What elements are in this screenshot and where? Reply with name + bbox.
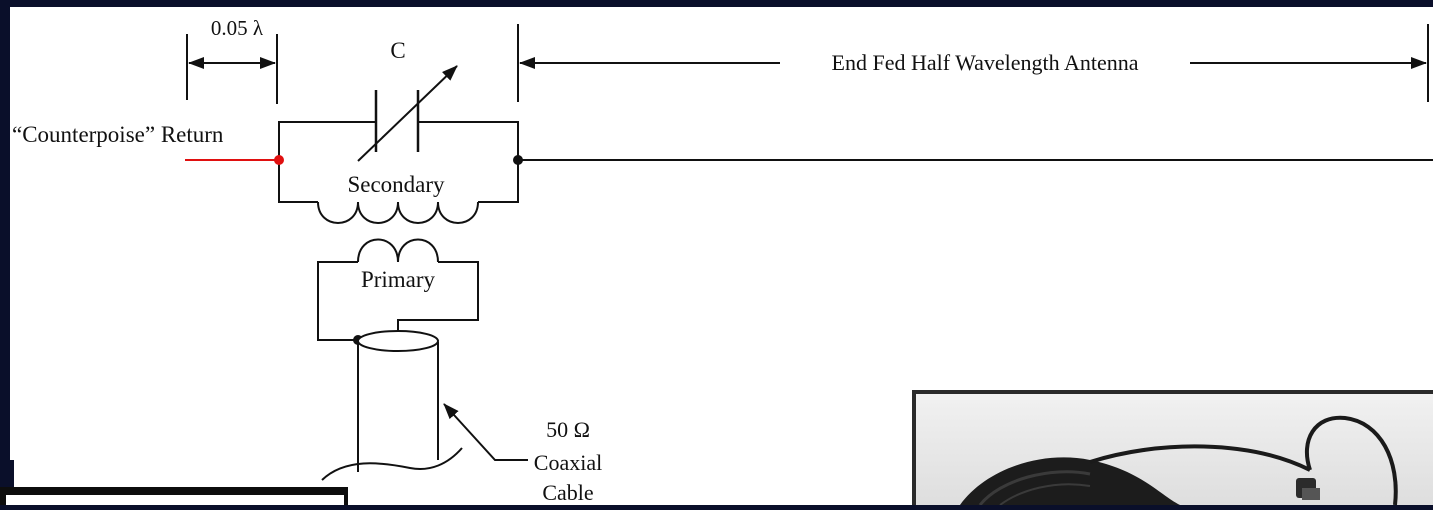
wire-lead [1089, 444, 1311, 472]
spacing-label: 0.05 λ [211, 16, 264, 40]
coax-pointer-arrow [443, 403, 528, 461]
wire-coil [960, 457, 1180, 505]
antenna-label: End Fed Half Wavelength Antenna [832, 50, 1139, 75]
coax-break-line [321, 447, 463, 481]
antenna-dimension: End Fed Half Wavelength Antenna [517, 24, 1429, 102]
cable-impedance-label: 50 Ω [546, 417, 590, 442]
secondary-circuit: C Secondary [278, 38, 519, 224]
primary-coil [357, 238, 439, 263]
antenna-photo [912, 390, 1433, 506]
secondary-label: Secondary [347, 172, 445, 197]
counterpoise-label: “Counterpoise” Return [12, 122, 224, 147]
secondary-coil [317, 201, 479, 224]
spacing-dimension: 0.05 λ [186, 16, 278, 104]
cable-type-line2: Cable [542, 480, 593, 505]
coaxial-cable: 50 Ω Coaxial Cable [321, 330, 602, 505]
overlay-window-body [6, 495, 344, 505]
overlay-window [0, 460, 348, 505]
coax-top [357, 330, 439, 352]
wire-loop [1304, 415, 1398, 506]
cable-type-line1: Coaxial [534, 450, 602, 475]
primary-label: Primary [361, 267, 436, 292]
antenna-feed-point [513, 155, 523, 165]
capacitor-label: C [390, 38, 405, 63]
counterpoise-junction [274, 155, 284, 165]
variable-capacitor-arrow [357, 65, 458, 162]
